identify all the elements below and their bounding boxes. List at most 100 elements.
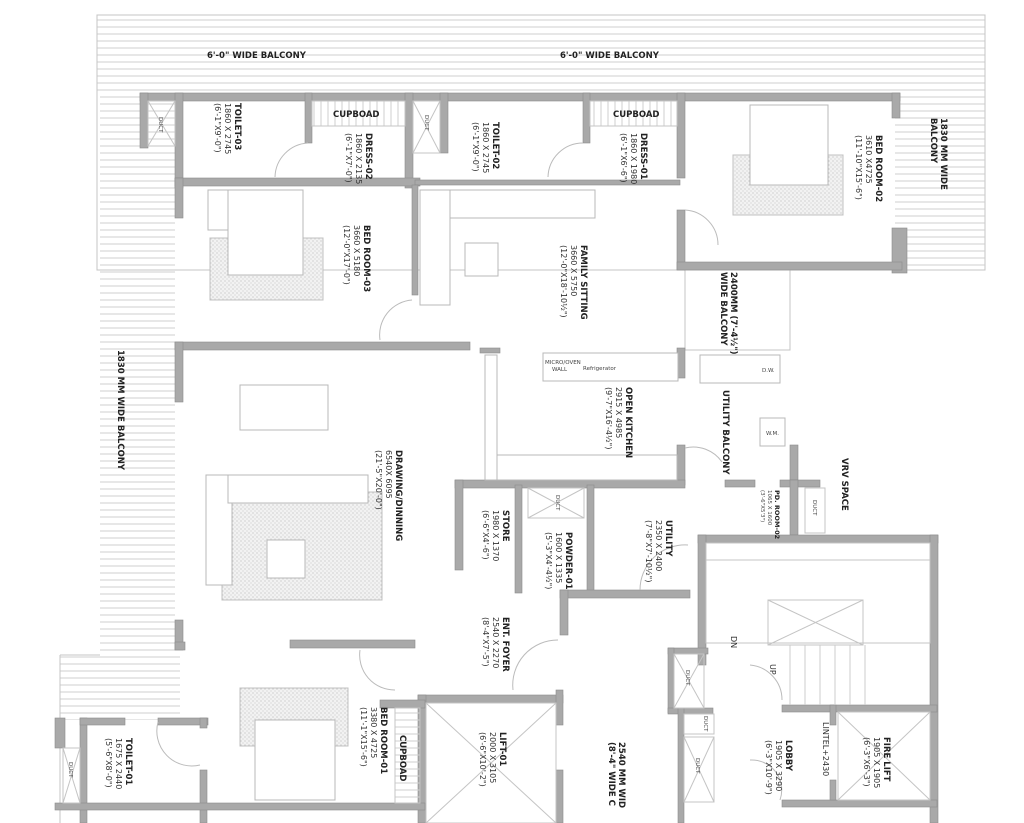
refrigerator-label: Refrigerator xyxy=(583,366,617,372)
duct-6: DUCT xyxy=(683,713,715,735)
balcony-label-top-left: 6'-0" WIDE BALCONY xyxy=(207,51,307,61)
svg-text:DUCT: DUCT xyxy=(811,500,817,516)
ducts: DUCT DUCT DUCT DUCT DUCT DUCT DUCT DUCT xyxy=(62,100,826,804)
svg-text:BED ROOM-02: BED ROOM-02 xyxy=(873,135,883,202)
svg-text:(7'-8"X7'-10½"): (7'-8"X7'-10½") xyxy=(644,520,653,582)
svg-text:1980 X 1370: 1980 X 1370 xyxy=(491,510,500,561)
svg-text:(6'-1"X9'-0"): (6'-1"X9'-0") xyxy=(213,103,222,153)
svg-text:DUCT: DUCT xyxy=(702,716,708,732)
svg-text:3610 X4725: 3610 X4725 xyxy=(864,135,873,184)
svg-text:TOILET-01: TOILET-01 xyxy=(123,738,133,785)
wm-label: W.M. xyxy=(766,431,779,437)
svg-text:(12'-0"X18'-10½"): (12'-0"X18'-10½") xyxy=(559,245,568,318)
svg-text:1675 X 2440: 1675 X 2440 xyxy=(114,738,123,789)
svg-text:DRESS-02: DRESS-02 xyxy=(363,133,373,180)
svg-text:FAMILY SITTING: FAMILY SITTING xyxy=(578,245,588,320)
balcony-hatching xyxy=(59,14,986,823)
svg-text:(8'-4" WIDE C: (8'-4" WIDE C xyxy=(606,742,616,806)
duct-4: DUCT xyxy=(804,487,826,534)
lift-shafts xyxy=(425,702,931,823)
duct-7: DUCT xyxy=(683,736,715,803)
svg-text:(8'-4"X7'-5"): (8'-4"X7'-5") xyxy=(481,617,490,667)
dw-label: D.W. xyxy=(762,368,775,374)
duct-5: DUCT xyxy=(673,653,705,709)
svg-text:DUCT: DUCT xyxy=(684,670,690,686)
svg-text:STORE: STORE xyxy=(500,510,510,542)
cupboard-label-2: CUPBOAD xyxy=(613,110,659,120)
svg-text:1905 X 3290: 1905 X 3290 xyxy=(774,740,783,791)
svg-text:POWDER-01: POWDER-01 xyxy=(563,532,573,590)
balcony-label-left: 1830 MM WIDE BALCONY xyxy=(115,350,125,471)
duct-3: DUCT xyxy=(527,487,585,519)
svg-text:3660 X 5180: 3660 X 5180 xyxy=(352,225,361,276)
svg-text:OPEN KITCHEN: OPEN KITCHEN xyxy=(623,387,633,458)
walls xyxy=(54,92,939,823)
svg-text:(6'-3"X10'-9"): (6'-3"X10'-9") xyxy=(764,740,773,795)
svg-text:2540 X 2270: 2540 X 2270 xyxy=(491,617,500,668)
svg-text:1860 X 2745: 1860 X 2745 xyxy=(223,103,232,154)
svg-text:(6'-3"X6'-3"): (6'-3"X6'-3") xyxy=(862,737,871,787)
cupboard-label-3: CUPBOAD xyxy=(397,735,407,781)
svg-text:DUCT: DUCT xyxy=(554,495,560,511)
svg-text:(5'-6"X8'-0"): (5'-6"X8'-0") xyxy=(104,738,113,788)
svg-text:1905 X 1905: 1905 X 1905 xyxy=(872,737,881,788)
svg-text:2540 MM WID: 2540 MM WID xyxy=(616,742,626,808)
svg-text:3660 X 5750: 3660 X 5750 xyxy=(569,245,578,296)
svg-text:BED ROOM-03: BED ROOM-03 xyxy=(361,225,371,292)
svg-text:6540X 6095: 6540X 6095 xyxy=(384,450,393,499)
svg-text:BED ROOM-01: BED ROOM-01 xyxy=(378,707,388,774)
svg-text:1600 X 1335: 1600 X 1335 xyxy=(554,532,563,583)
svg-text:3380 X 4725: 3380 X 4725 xyxy=(369,707,378,758)
svg-text:(11'-10"X15'-6"): (11'-10"X15'-6") xyxy=(854,135,863,200)
balcony-label-bottom: 2540 MM WID(8'-4" WIDE C xyxy=(606,742,626,808)
svg-text:LOBBY: LOBBY xyxy=(783,740,793,772)
svg-text:(6'-1"X6'-6"): (6'-1"X6'-6") xyxy=(619,133,628,183)
svg-text:(5'-3"X4'-4½"): (5'-3"X4'-4½") xyxy=(544,532,553,589)
svg-text:1860 X 1980: 1860 X 1980 xyxy=(629,133,638,184)
svg-text:ENT. FOYER: ENT. FOYER xyxy=(500,617,510,672)
svg-text:PD. ROOM-02: PD. ROOM-02 xyxy=(773,490,781,539)
svg-text:(12'-0"X17'-0"): (12'-0"X17'-0") xyxy=(342,225,351,285)
lintel-label: LINTEL+2430 xyxy=(821,722,830,776)
svg-text:LIFT-01: LIFT-01 xyxy=(497,732,507,766)
svg-text:DUCT: DUCT xyxy=(694,758,700,774)
svg-text:WIDE BALCONY: WIDE BALCONY xyxy=(718,272,728,346)
svg-text:(6'-6"X10'-2"): (6'-6"X10'-2") xyxy=(478,732,487,787)
svg-text:1860 X 2745: 1860 X 2745 xyxy=(481,122,490,173)
micro-oven-label: MICRO/OVEN xyxy=(545,360,581,366)
vrv-space-label: VRV SPACE xyxy=(839,458,849,511)
svg-text:2000 X 3105: 2000 X 3105 xyxy=(488,732,497,783)
duct-2: DUCT xyxy=(412,100,441,154)
svg-text:DUCT: DUCT xyxy=(67,762,73,778)
cupboards: CUPBOAD CUPBOAD CUPBOAD xyxy=(311,100,678,804)
balcony-label-middle: 2400MM (7'-4½")WIDE BALCONY xyxy=(718,272,739,355)
svg-text:2400MM (7'-4½"): 2400MM (7'-4½") xyxy=(728,272,739,355)
svg-text:UTILITY: UTILITY xyxy=(663,520,673,557)
svg-text:2915 X 4985: 2915 X 4985 xyxy=(614,387,623,438)
svg-text:1830 MM WIDE: 1830 MM WIDE xyxy=(938,118,948,190)
svg-text:TOILET-02: TOILET-02 xyxy=(490,122,500,169)
stair-down-label: DN xyxy=(729,636,738,648)
svg-text:TOILET-03: TOILET-03 xyxy=(232,103,242,150)
duct-8: DUCT xyxy=(62,747,81,804)
svg-text:(6'-1"X7'-0"): (6'-1"X7'-0") xyxy=(344,133,353,183)
balcony-label-top-right: 6'-0" WIDE BALCONY xyxy=(560,51,660,61)
svg-text:1065 X 1600: 1065 X 1600 xyxy=(766,490,772,526)
svg-text:(3'-6"X5'3"): (3'-6"X5'3") xyxy=(759,490,765,522)
